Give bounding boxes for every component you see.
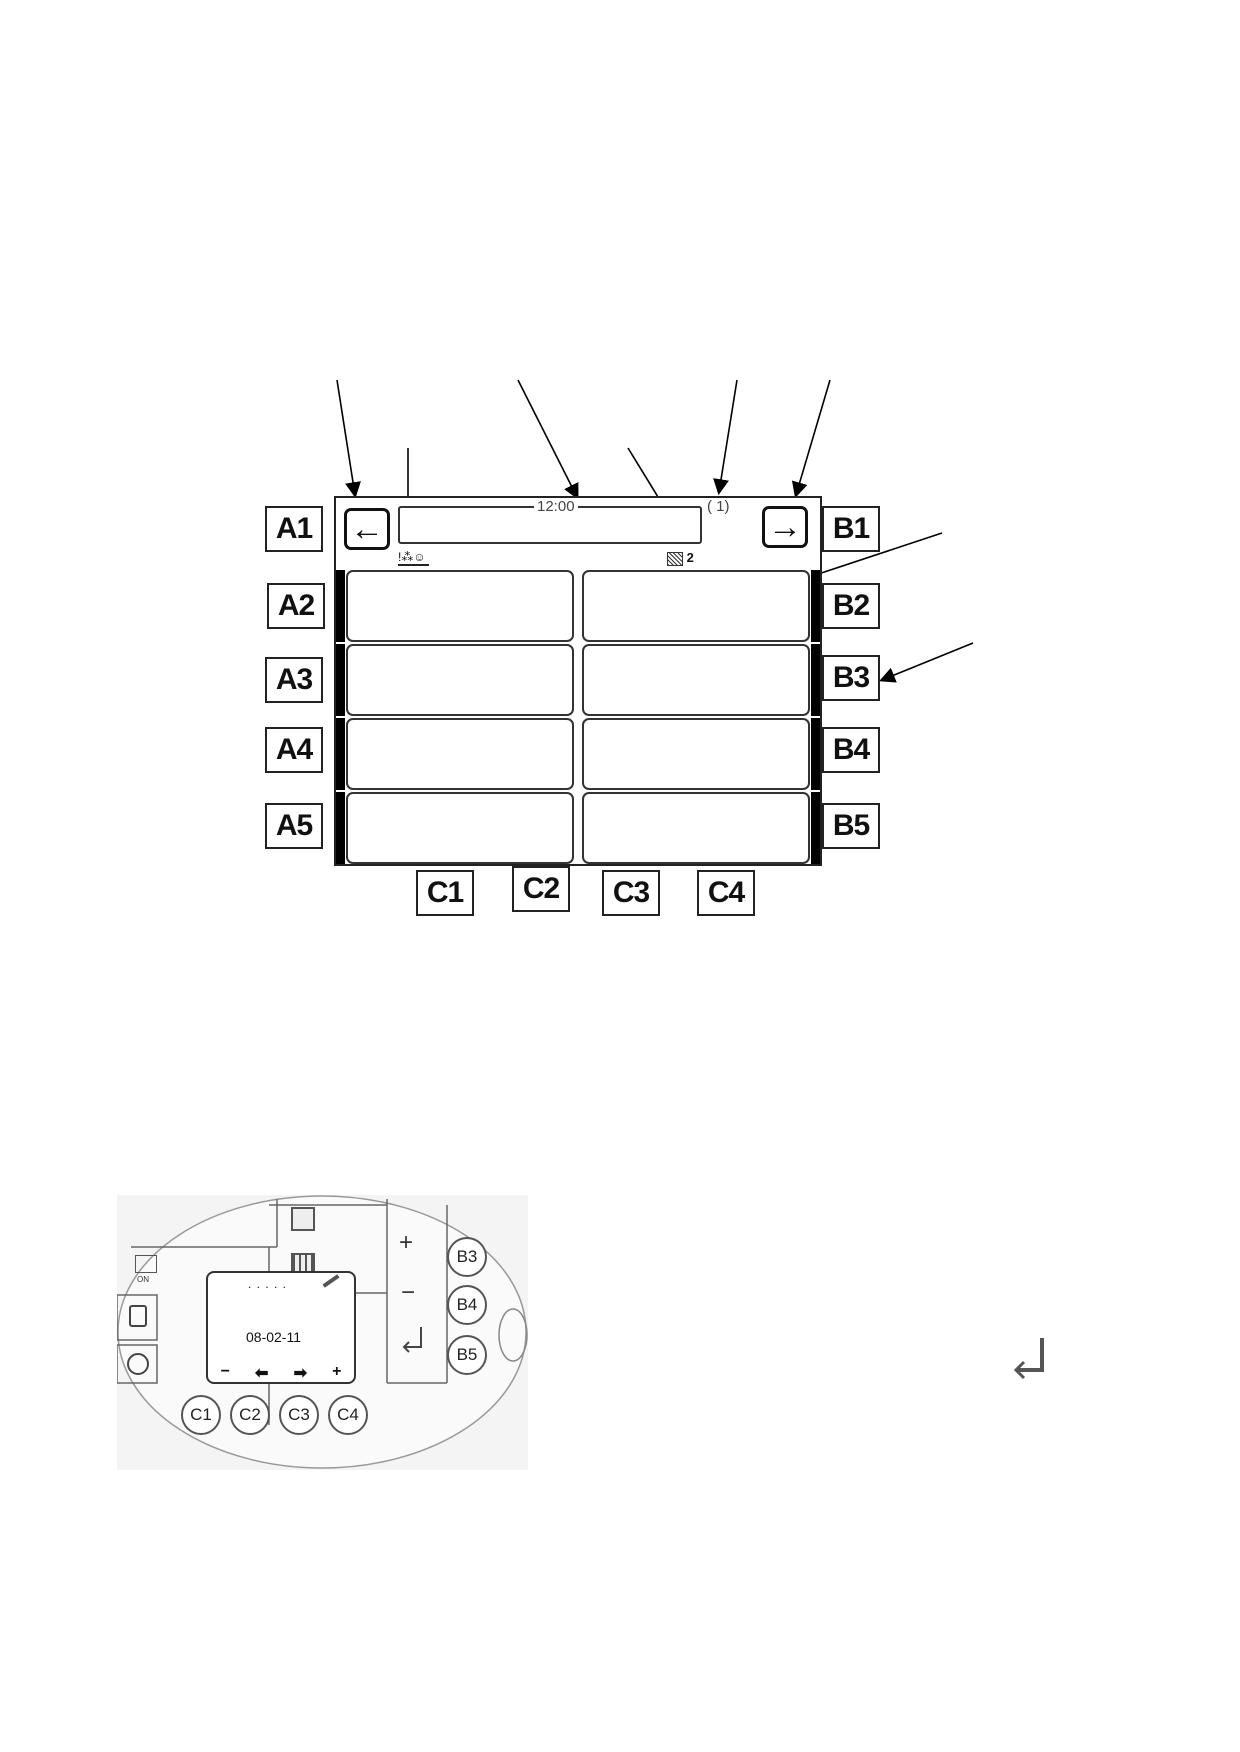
panel-key-b5[interactable]: B5 [447, 1335, 487, 1375]
panel-key-c3[interactable]: C3 [279, 1395, 319, 1435]
clock-icon [127, 1353, 149, 1375]
key-c3[interactable]: C3 [602, 870, 660, 916]
cell-b5[interactable] [582, 792, 810, 864]
enter-symbol-icon [1010, 1334, 1054, 1382]
arrow-to-right-button [791, 379, 831, 499]
key-b1[interactable]: B1 [822, 506, 880, 552]
cell-a5[interactable] [346, 792, 574, 864]
key-a3[interactable]: A3 [265, 657, 323, 703]
panel-key-c2[interactable]: C2 [230, 1395, 270, 1435]
pencil-icon [322, 1274, 340, 1288]
cell-b4[interactable] [582, 718, 810, 790]
cell-a4[interactable] [346, 718, 574, 790]
key-b4[interactable]: B4 [822, 727, 880, 773]
panel-key-c4[interactable]: C4 [328, 1395, 368, 1435]
stack-icon [667, 551, 683, 566]
nav-plus[interactable]: + [332, 1363, 342, 1380]
key-a5[interactable]: A5 [265, 803, 323, 849]
dialog-nav: − ⬅ ➡ + [208, 1363, 354, 1383]
cell-b3[interactable] [582, 644, 810, 716]
left-arrow-icon[interactable]: ← [344, 508, 390, 550]
date-value[interactable]: 08-02-11 [246, 1329, 302, 1345]
key-c1[interactable]: C1 [416, 870, 474, 916]
key-b2[interactable]: B2 [822, 583, 880, 629]
date-edit-dialog: . . . . . 08-02-11 − ⬅ ➡ + [206, 1271, 356, 1384]
page-indicator: ( 1) [705, 498, 732, 515]
row-bar-b2 [811, 570, 820, 642]
plus-key[interactable]: + [399, 1229, 414, 1256]
network-icon [291, 1207, 315, 1231]
panel-key-b4[interactable]: B4 [447, 1285, 487, 1325]
key-b3[interactable]: B3 [822, 655, 880, 701]
arrow-to-key-b3 [879, 642, 974, 683]
nav-minus[interactable]: − [220, 1363, 230, 1380]
cell-b2[interactable] [582, 570, 810, 642]
panel-key-c1[interactable]: C1 [181, 1395, 221, 1435]
key-a1[interactable]: A1 [265, 506, 323, 552]
monitor-on-icon [135, 1255, 157, 1273]
page-count-value: 2 [686, 550, 694, 565]
arrow-to-time [517, 379, 579, 500]
dialog-dots: . . . . . [248, 1277, 288, 1291]
arrow-to-left-button [336, 379, 361, 499]
key-b5[interactable]: B5 [822, 803, 880, 849]
row-bar-b5 [811, 792, 820, 864]
key-c2[interactable]: C2 [512, 866, 570, 912]
on-label: ON [137, 1275, 149, 1284]
enter-icon[interactable] [399, 1325, 427, 1355]
row-bar-b4 [811, 718, 820, 790]
key-a2[interactable]: A2 [267, 583, 325, 629]
row-bar-a5 [336, 792, 345, 864]
cell-a2[interactable] [346, 570, 574, 642]
cell-a3[interactable] [346, 644, 574, 716]
nav-left-icon[interactable]: ⬅ [255, 1365, 269, 1382]
time-display: 12:00 [534, 498, 578, 515]
row-bar-a3 [336, 644, 345, 716]
panel-key-b3[interactable]: B3 [447, 1237, 487, 1277]
arrow-to-page-indicator [713, 379, 738, 496]
row-bar-b3 [811, 644, 820, 716]
display-screen: 12:00 ( 1) ← → !⁂☺ 2 [334, 496, 822, 866]
key-a4[interactable]: A4 [265, 727, 323, 773]
row-bar-a2 [336, 570, 345, 642]
right-arrow-icon[interactable]: → [762, 506, 808, 548]
row-bar-a4 [336, 718, 345, 790]
key-c4[interactable]: C4 [697, 870, 755, 916]
status-icon: !⁂☺ [398, 550, 429, 566]
minus-key[interactable]: − [401, 1279, 416, 1306]
phone-icon [129, 1305, 147, 1327]
page-count: 2 [667, 550, 694, 566]
nav-right-icon[interactable]: ➡ [293, 1365, 307, 1382]
